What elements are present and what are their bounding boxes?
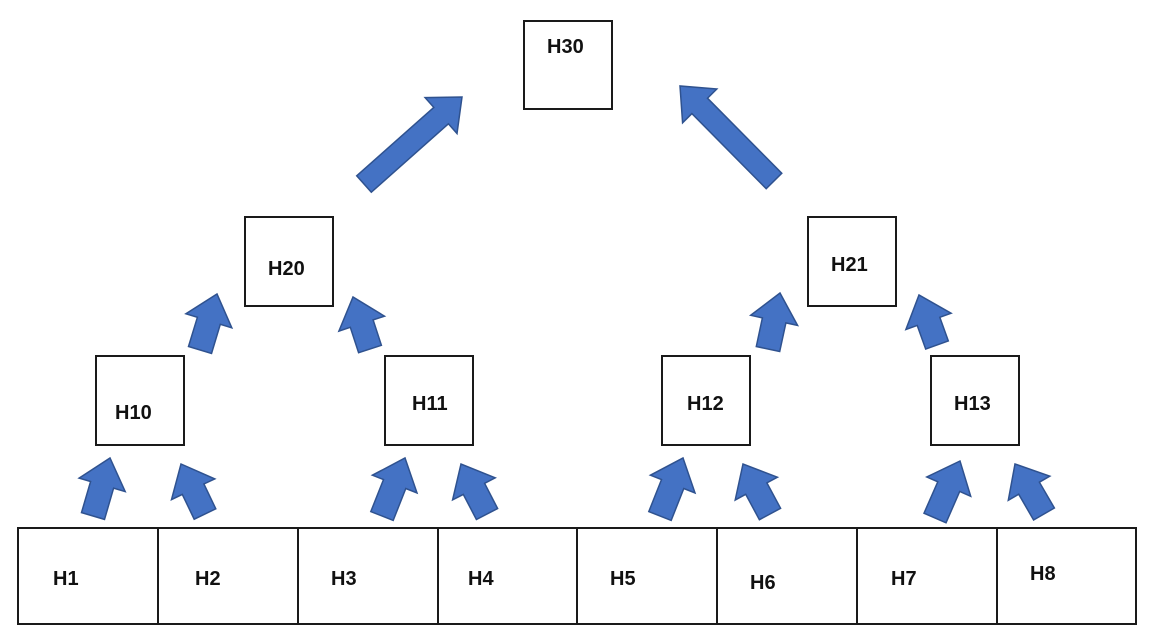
node-h30: H30	[523, 20, 613, 110]
arrow-h20-to-h30	[355, 96, 463, 194]
node-h12-label: H12	[687, 393, 724, 415]
arrow-h7-to-h13	[923, 459, 972, 524]
arrow-h11-to-h20	[337, 295, 387, 354]
arrow-h13-to-h21	[904, 293, 953, 351]
arrow-h3-to-h11	[369, 456, 419, 522]
arrow-h21-to-h30	[679, 85, 783, 190]
leaf-h8-label: H8	[1030, 563, 1056, 585]
leaf-h5: H5	[578, 529, 718, 623]
node-h20: H20	[244, 216, 334, 307]
arrow-h8-to-h13	[1007, 463, 1056, 522]
arrow-h12-to-h21	[748, 291, 800, 353]
arrow-h6-to-h12	[734, 462, 782, 521]
node-h13-label: H13	[954, 393, 991, 415]
leaf-h7: H7	[858, 529, 998, 623]
leaf-h2: H2	[159, 529, 299, 623]
node-h11-label: H11	[412, 393, 448, 415]
node-h13: H13	[930, 355, 1020, 446]
arrow-h10-to-h20	[184, 292, 234, 355]
node-h21-label: H21	[831, 254, 868, 276]
leaf-h1: H1	[19, 529, 159, 623]
leaf-h4: H4	[439, 529, 578, 623]
node-h30-label: H30	[547, 36, 584, 58]
leaf-h6: H6	[718, 529, 858, 623]
leaf-h4-label: H4	[468, 568, 494, 590]
node-h12: H12	[661, 355, 751, 446]
node-h20-label: H20	[268, 258, 305, 280]
leaf-h3: H3	[299, 529, 439, 623]
leaf-h2-label: H2	[195, 568, 221, 590]
leaf-h6-label: H6	[750, 572, 776, 594]
node-h10-label: H10	[115, 402, 152, 424]
arrow-h5-to-h12	[647, 456, 697, 522]
node-h10: H10	[95, 355, 185, 446]
leaf-h3-label: H3	[331, 568, 357, 590]
leaf-h7-label: H7	[891, 568, 917, 590]
arrow-h2-to-h10	[170, 462, 217, 521]
leaf-h1-label: H1	[53, 568, 79, 590]
leaf-h8: H8	[998, 529, 1135, 623]
node-h11: H11	[384, 355, 474, 446]
leaf-h5-label: H5	[610, 568, 636, 590]
node-h21: H21	[807, 216, 897, 307]
leaf-row: H1 H2 H3 H4 H5 H6 H7 H8	[17, 527, 1137, 625]
arrow-h4-to-h11	[451, 462, 499, 521]
arrow-h1-to-h10	[77, 456, 127, 521]
